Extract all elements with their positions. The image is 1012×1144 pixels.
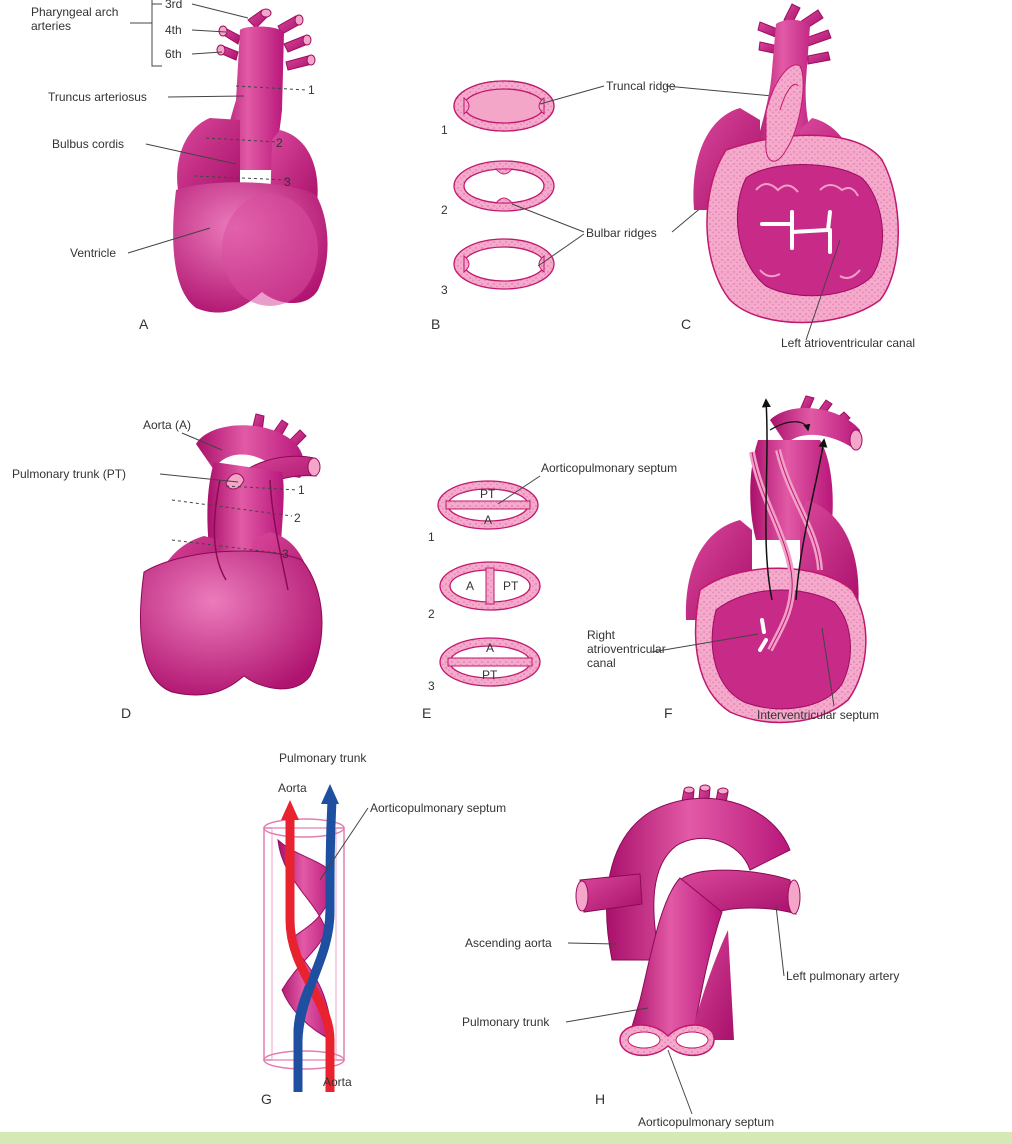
label-aorticopulmonary-septum-h: Aorticopulmonary septum	[638, 1115, 774, 1129]
label-ascending-aorta: Ascending aorta	[465, 936, 552, 950]
panel-letter-h: H	[595, 1091, 605, 1107]
label-arch-4th: 4th	[165, 23, 182, 37]
panel-letter-g: G	[261, 1091, 272, 1107]
section-number-a-2: 2	[276, 136, 283, 150]
label-aorticopulmonary-septum-e: Aorticopulmonary septum	[541, 461, 677, 475]
section-number-a-3: 3	[284, 175, 291, 189]
panel-letter-c: C	[681, 316, 691, 332]
panel-f-spiral-septum	[686, 396, 866, 722]
panel-letter-b: B	[431, 316, 440, 332]
section-number-b-3: 3	[441, 283, 448, 297]
label-right-av-canal-2: atrioventricular	[587, 642, 666, 656]
section-number-e-3: 3	[428, 679, 435, 693]
panel-d-aorta-pt	[140, 414, 322, 695]
label-bulbus-cordis: Bulbus cordis	[52, 137, 124, 151]
section-number-a-1: 1	[308, 83, 315, 97]
section-number-e-2: 2	[428, 607, 435, 621]
section-number-b-2: 2	[441, 203, 448, 217]
label-pulmonary-trunk-h: Pulmonary trunk	[462, 1015, 550, 1029]
bottom-band	[0, 1132, 1012, 1144]
label-pulmonary-trunk-pt: Pulmonary trunk (PT)	[12, 467, 126, 481]
label-bulbar-ridges: Bulbar ridges	[586, 226, 657, 240]
ring-e2-pt: PT	[503, 579, 519, 593]
ring-e3-pt: PT	[482, 668, 498, 682]
panel-c-opened-heart	[693, 4, 898, 323]
label-aorticopulmonary-septum-g: Aorticopulmonary septum	[370, 801, 506, 815]
label-pharyngeal-arch-arteries-1: Pharyngeal arch	[31, 5, 118, 19]
panel-e-septum-sections	[438, 481, 540, 686]
label-arch-3rd: 3rd	[165, 0, 182, 11]
panel-g-spiral-diagram	[264, 784, 344, 1092]
label-right-av-canal-3: canal	[587, 656, 616, 670]
section-number-d-3: 3	[282, 547, 289, 561]
panel-a-heart-tube	[173, 9, 327, 313]
ring-e1-a: A	[484, 513, 492, 527]
panel-letter-e: E	[422, 705, 431, 721]
label-right-av-canal-1: Right	[587, 628, 616, 642]
section-number-d-2: 2	[294, 511, 301, 525]
panel-letter-d: D	[121, 705, 131, 721]
label-left-av-canal: Left atrioventricular canal	[781, 336, 915, 350]
label-pulmonary-trunk-g: Pulmonary trunk	[279, 751, 367, 765]
label-left-pulmonary-artery: Left pulmonary artery	[786, 969, 899, 983]
bracket-arch-arteries	[130, 0, 162, 66]
section-number-b-1: 1	[441, 123, 448, 137]
label-aorta-g-top: Aorta	[278, 781, 307, 795]
label-arch-6th: 6th	[165, 47, 182, 61]
label-interventricular-septum: Interventricular septum	[757, 708, 879, 722]
panel-letter-a: A	[139, 316, 149, 332]
label-truncus-arteriosus: Truncus arteriosus	[48, 90, 147, 104]
label-aorta-a: Aorta (A)	[143, 418, 191, 432]
ring-e3-a: A	[486, 641, 494, 655]
label-pharyngeal-arch-arteries-2: arteries	[31, 19, 71, 33]
ring-e2-a: A	[466, 579, 474, 593]
label-truncal-ridge: Truncal ridge	[606, 79, 676, 93]
section-number-e-1: 1	[428, 530, 435, 544]
panel-b-cross-sections	[454, 81, 554, 289]
label-aorta-g-bottom: Aorta	[323, 1075, 352, 1089]
section-number-d-1: 1	[298, 483, 305, 497]
panel-letter-f: F	[664, 705, 673, 721]
ring-e1-pt: PT	[480, 487, 496, 501]
label-ventricle: Ventricle	[70, 246, 116, 260]
